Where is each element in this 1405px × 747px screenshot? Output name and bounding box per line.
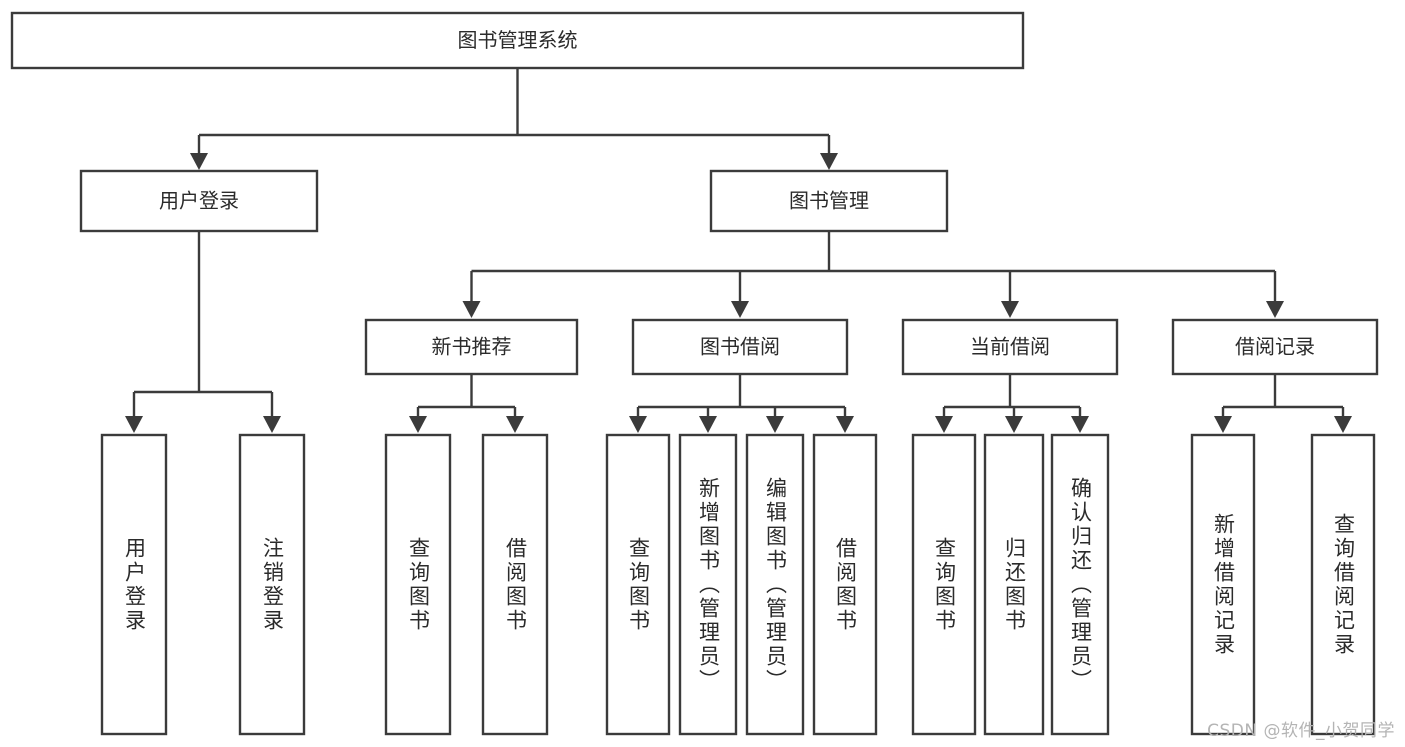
node-leaf-return-book[interactable] bbox=[983, 433, 1045, 736]
arrow-head-icon bbox=[1001, 301, 1019, 318]
node-leaf-add-borrow-record[interactable] bbox=[1190, 433, 1256, 736]
node-user-login-label: 用户登录 bbox=[159, 189, 239, 213]
node-leaf-confirm-return-admin-rect[interactable] bbox=[1050, 433, 1110, 736]
node-current-borrow[interactable]: 当前借阅 bbox=[901, 318, 1119, 376]
node-user-login-rect[interactable] bbox=[79, 169, 319, 233]
node-new-book-recommend-label: 新书推荐 bbox=[432, 335, 512, 359]
node-root-system-label: 图书管理系统 bbox=[458, 28, 578, 52]
watermark-text: CSDN @软件_小贺同学 bbox=[1207, 721, 1395, 741]
node-leaf-borrow-book-1-rect[interactable] bbox=[481, 433, 549, 736]
arrow-head-icon bbox=[836, 416, 854, 433]
node-user-login[interactable]: 用户登录 bbox=[79, 169, 319, 233]
node-current-borrow-label: 当前借阅 bbox=[970, 335, 1050, 359]
node-leaf-add-borrow-record-rect[interactable] bbox=[1190, 433, 1256, 736]
node-leaf-query-book-1[interactable] bbox=[384, 433, 452, 736]
arrow-head-icon bbox=[1266, 301, 1284, 318]
node-leaf-query-book-1-rect[interactable] bbox=[384, 433, 452, 736]
node-borrow-record-rect[interactable] bbox=[1171, 318, 1379, 376]
node-leaf-query-book-3-rect[interactable] bbox=[911, 433, 977, 736]
node-leaf-query-book-2-rect[interactable] bbox=[605, 433, 671, 736]
arrow-head-icon bbox=[190, 153, 208, 170]
node-book-management-rect[interactable] bbox=[709, 169, 949, 233]
node-borrow-record[interactable]: 借阅记录 bbox=[1171, 318, 1379, 376]
node-leaf-add-book-admin-rect[interactable] bbox=[678, 433, 738, 736]
node-leaf-query-borrow-record[interactable] bbox=[1310, 433, 1376, 736]
arrow-head-icon bbox=[629, 416, 647, 433]
arrow-head-icon bbox=[1214, 416, 1232, 433]
node-leaf-user-login-rect[interactable] bbox=[100, 433, 168, 736]
node-new-book-recommend[interactable]: 新书推荐 bbox=[364, 318, 579, 376]
arrow-head-icon bbox=[263, 416, 281, 433]
node-leaf-return-book-rect[interactable] bbox=[983, 433, 1045, 736]
node-leaf-borrow-book-1[interactable] bbox=[481, 433, 549, 736]
arrow-head-icon bbox=[820, 153, 838, 170]
node-leaf-edit-book-admin[interactable] bbox=[745, 433, 805, 736]
node-root-system-rect[interactable] bbox=[10, 11, 1025, 70]
node-book-management[interactable]: 图书管理 bbox=[709, 169, 949, 233]
node-book-borrow-rect[interactable] bbox=[631, 318, 849, 376]
node-borrow-record-label: 借阅记录 bbox=[1235, 335, 1315, 359]
node-leaf-confirm-return-admin[interactable] bbox=[1050, 433, 1110, 736]
connector-layer bbox=[125, 68, 1352, 433]
arrow-head-icon bbox=[462, 301, 481, 318]
node-leaf-query-borrow-record-rect[interactable] bbox=[1310, 433, 1376, 736]
arrow-head-icon bbox=[409, 416, 427, 433]
arrow-head-icon bbox=[1071, 416, 1089, 433]
node-leaf-user-login[interactable] bbox=[100, 433, 168, 736]
node-book-borrow-label: 图书借阅 bbox=[700, 335, 780, 359]
arrow-head-icon bbox=[699, 416, 717, 433]
node-new-book-recommend-rect[interactable] bbox=[364, 318, 579, 376]
node-current-borrow-rect[interactable] bbox=[901, 318, 1119, 376]
node-leaf-query-book-3[interactable] bbox=[911, 433, 977, 736]
node-leaf-logout-login[interactable] bbox=[238, 433, 306, 736]
arrow-head-icon bbox=[125, 416, 143, 433]
node-leaf-borrow-book-2-rect[interactable] bbox=[812, 433, 878, 736]
node-leaf-edit-book-admin-rect[interactable] bbox=[745, 433, 805, 736]
arrow-head-icon bbox=[935, 416, 953, 433]
node-leaf-logout-login-rect[interactable] bbox=[238, 433, 306, 736]
node-leaf-borrow-book-2[interactable] bbox=[812, 433, 878, 736]
node-root-system[interactable]: 图书管理系统 bbox=[10, 11, 1025, 70]
node-leaf-add-book-admin[interactable] bbox=[678, 433, 738, 736]
arrow-head-icon bbox=[1005, 416, 1023, 433]
arrow-head-icon bbox=[731, 301, 749, 318]
node-leaf-query-book-2[interactable] bbox=[605, 433, 671, 736]
arrow-head-icon bbox=[506, 416, 524, 433]
arrow-head-icon bbox=[1334, 416, 1352, 433]
node-book-borrow[interactable]: 图书借阅 bbox=[631, 318, 849, 376]
node-book-management-label: 图书管理 bbox=[789, 189, 869, 213]
arrow-head-icon bbox=[766, 416, 784, 433]
